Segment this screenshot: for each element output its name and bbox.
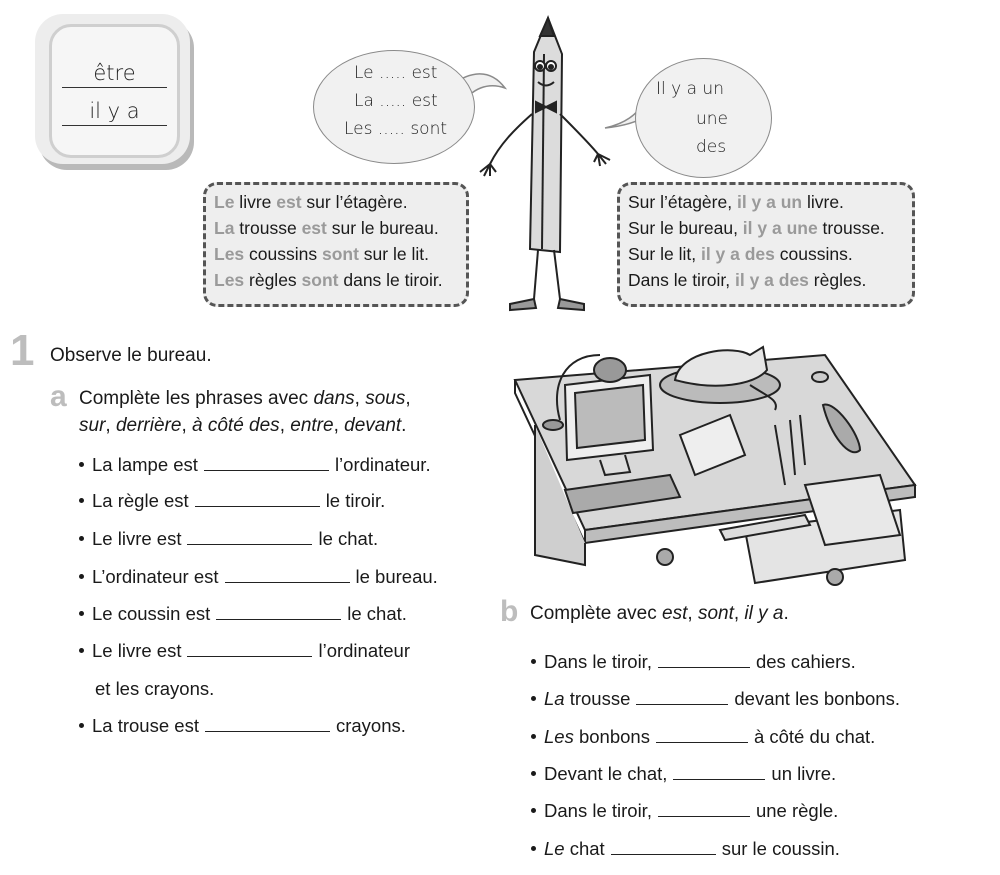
answer-blank[interactable]: [657, 815, 750, 817]
answer-blank[interactable]: [187, 655, 313, 657]
part-a-instruction-line-1: Complète les phrases avec dans, sous,: [79, 388, 411, 409]
examples-etre-box: [203, 182, 469, 307]
answer-blank[interactable]: [657, 666, 750, 668]
part-a-letter: a: [50, 380, 67, 413]
bubble-right-line-3: des: [696, 137, 727, 157]
part-b-item-5: Dans le tiroir,une règle.: [531, 800, 838, 822]
answer-blank[interactable]: [224, 581, 350, 583]
vocab-etre: être: [62, 61, 167, 88]
answer-blank[interactable]: [216, 618, 342, 620]
example-etre-1: Le livre est sur l’étagère.: [214, 192, 408, 212]
examples-il-y-a-box: [617, 182, 915, 307]
example-il-y-a-2: Sur le bureau, il y a une trousse.: [628, 218, 885, 238]
speech-bubble-right: Il y a un une des: [635, 58, 772, 178]
part-b-letter: b: [500, 595, 519, 628]
part-a-instruction-line-2: sur, derrière, à côté des, entre, devant…: [79, 415, 407, 436]
answer-blank[interactable]: [636, 703, 729, 705]
part-b-instruction: Complète avec est, sont, il y a.: [530, 603, 789, 624]
vocabulary-card-inner: être il y a: [49, 24, 180, 158]
example-etre-4: Les règles sont dans le tiroir.: [214, 270, 443, 290]
bubble-left-line-2: La ..... est: [354, 91, 438, 111]
example-il-y-a-1: Sur l’étagère, il y a un livre.: [628, 192, 844, 212]
bubble-right-line-2: une: [696, 109, 729, 129]
answer-blank[interactable]: [194, 505, 320, 507]
part-b-item-1: Dans le tiroir,des cahiers.: [531, 651, 856, 673]
bubble-left-line-3: Les ..... sont: [344, 119, 448, 139]
part-b-item-4: Devant le chat,un livre.: [531, 763, 836, 785]
desk-illustration: [513, 345, 917, 586]
bubble-right-line-1: Il y a un: [656, 79, 724, 99]
speech-bubble-left: Le ..... est La ..... est Les ..... sont: [313, 50, 475, 164]
vocabulary-card: être il y a: [35, 14, 190, 164]
answer-blank[interactable]: [673, 778, 766, 780]
part-a-item-6-continued: et les crayons.: [95, 678, 215, 699]
example-il-y-a-3: Sur le lit, il y a des coussins.: [628, 244, 853, 264]
answer-blank[interactable]: [204, 730, 330, 732]
answer-blank[interactable]: [187, 543, 313, 545]
vocab-il-y-a: il y a: [62, 99, 167, 126]
exercise-number: 1: [10, 326, 35, 375]
example-etre-3: Les coussins sont sur le lit.: [214, 244, 429, 264]
bubble-left-line-1: Le ..... est: [354, 63, 438, 83]
example-etre-2: La trousse est sur le bureau.: [214, 218, 439, 238]
answer-blank[interactable]: [610, 853, 716, 855]
exercise-title: Observe le bureau.: [50, 345, 212, 366]
answer-blank[interactable]: [203, 469, 329, 471]
example-il-y-a-4: Dans le tiroir, il y a des règles.: [628, 270, 867, 290]
pencil-character-illustration: [479, 15, 611, 312]
answer-blank[interactable]: [655, 741, 748, 743]
